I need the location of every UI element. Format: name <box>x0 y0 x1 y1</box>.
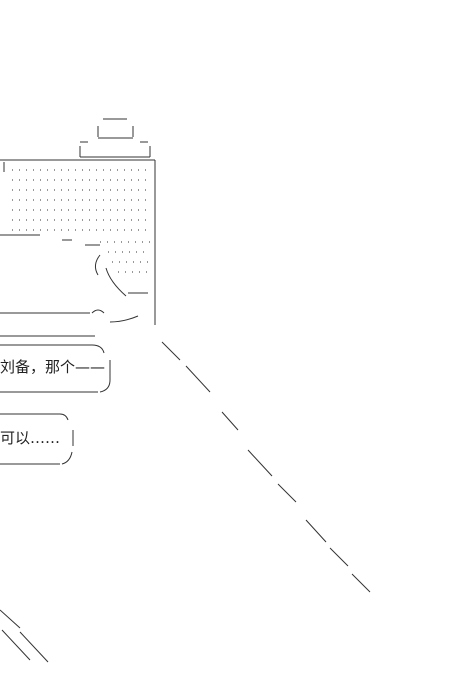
bubble-2 <box>0 413 74 465</box>
frame <box>0 159 156 325</box>
corner-lines <box>0 609 49 663</box>
dotted-fill <box>12 169 150 273</box>
speech-line-2: 可以…… <box>0 429 61 447</box>
sketch-lines <box>0 234 148 337</box>
box-top <box>79 118 151 158</box>
speech-line-1: 刘备，那个—— <box>0 358 106 376</box>
bubble-1 <box>0 344 111 393</box>
diagonal-dashes <box>161 341 371 593</box>
